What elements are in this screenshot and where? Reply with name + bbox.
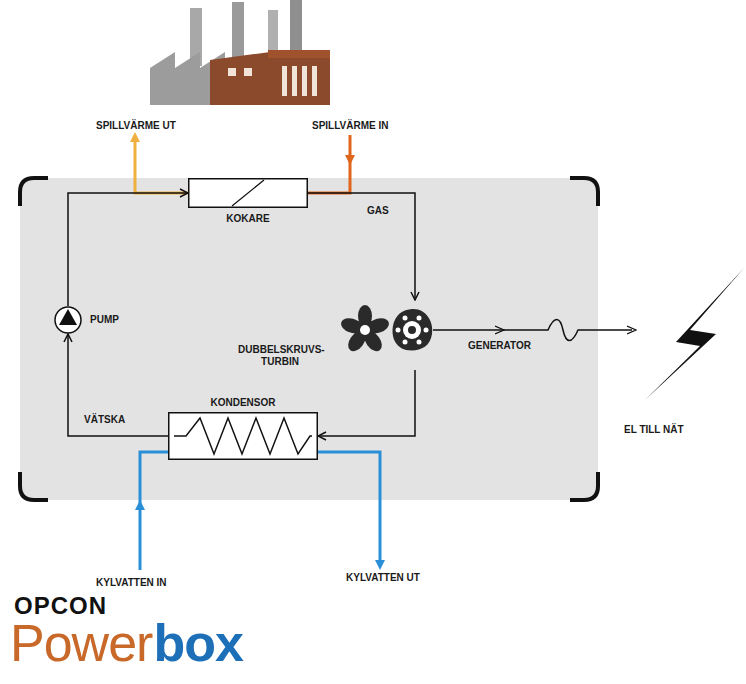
heat-exchange-plate bbox=[232, 180, 264, 206]
waste-heat-out-line bbox=[135, 137, 188, 193]
lightning-bolt bbox=[645, 268, 744, 400]
condenser-coil bbox=[174, 418, 312, 454]
rotor-hole bbox=[403, 315, 408, 320]
cooling-water-out-line bbox=[318, 452, 380, 565]
generator-line bbox=[500, 320, 632, 341]
panel-corner-brackets bbox=[20, 178, 598, 500]
generator-line bbox=[433, 329, 500, 331]
loop-connector bbox=[68, 334, 168, 436]
factory-icon bbox=[150, 0, 330, 105]
pump-shape bbox=[54, 306, 82, 334]
loop-connector bbox=[68, 193, 188, 306]
cooling-water-in-line bbox=[140, 452, 168, 505]
rotor-ring bbox=[403, 321, 421, 339]
generator-label: GENERATOR bbox=[468, 340, 531, 352]
rotor-hole bbox=[417, 315, 422, 320]
rotor-left bbox=[339, 305, 391, 354]
cooling-in-label: KYLVATTEN IN bbox=[96, 577, 167, 589]
housing-panel bbox=[20, 178, 598, 500]
pump-circle bbox=[55, 307, 81, 333]
node-label: KONDENSOR bbox=[210, 397, 275, 409]
rotor-hole bbox=[424, 328, 429, 333]
rotor-shaft bbox=[360, 325, 370, 335]
edge-label: VÄTSKA bbox=[82, 414, 127, 426]
rotor-body bbox=[393, 309, 433, 351]
condenser-box: KONDENSOR bbox=[168, 412, 318, 460]
loop-connector bbox=[318, 370, 415, 436]
kokare-shape bbox=[188, 178, 308, 208]
loop-connector bbox=[308, 193, 415, 300]
node-label: KOKARE bbox=[226, 213, 269, 225]
condenser-outline bbox=[169, 413, 318, 460]
node-label: DUBBELSKRUVS- TURBIN bbox=[238, 344, 322, 367]
edge-label: GAS bbox=[365, 205, 391, 217]
waste-heat-in-line bbox=[308, 160, 350, 193]
rotor-right bbox=[393, 309, 433, 351]
waste-heat-in-line bbox=[349, 135, 352, 160]
boiler-box: KOKARE bbox=[188, 178, 308, 208]
waste-heat-out-label: SPILLVÄRME UT bbox=[96, 120, 176, 132]
rotor-shaft bbox=[408, 326, 416, 334]
rotor-hole bbox=[396, 328, 401, 333]
boiler-outline bbox=[189, 179, 308, 208]
node-label: PUMP bbox=[90, 314, 119, 326]
grid-label: EL TILL NÄT bbox=[624, 424, 684, 436]
rotor-hole bbox=[403, 340, 408, 345]
screw-turbine: DUBBELSKRUVS- TURBIN bbox=[238, 300, 434, 370]
logo-box: box bbox=[153, 614, 242, 674]
rotor-hole bbox=[417, 340, 422, 345]
pump-triangle bbox=[59, 309, 77, 325]
pump-symbol: PUMP bbox=[54, 306, 82, 334]
kondensor-shape bbox=[168, 412, 318, 460]
logo-power: Power bbox=[10, 614, 152, 674]
waste-heat-in-label: SPILLVÄRME IN bbox=[312, 120, 388, 132]
cooling-water-in-line bbox=[139, 505, 142, 570]
rotor-hub bbox=[354, 319, 376, 341]
cooling-out-label: KYLVATTEN UT bbox=[346, 572, 420, 584]
